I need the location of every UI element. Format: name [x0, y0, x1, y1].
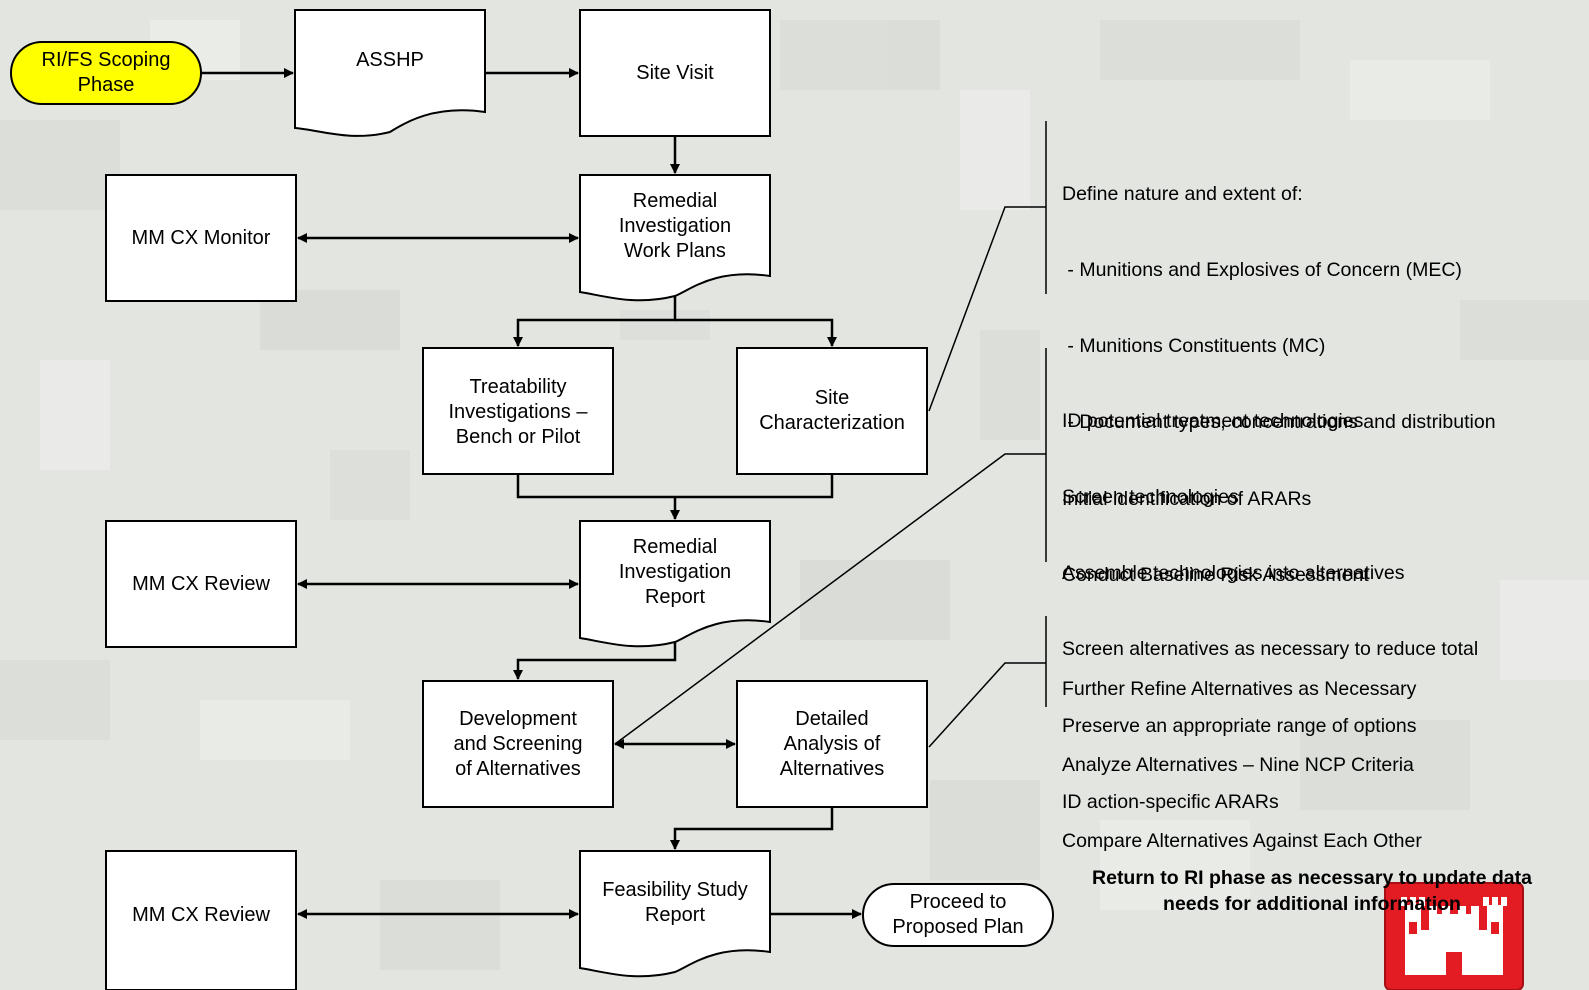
castle-logo-icon — [1384, 882, 1524, 990]
note-line: Screen technologies — [1062, 486, 1239, 509]
note-line: Conduct Baseline Risk Assessment — [1062, 563, 1369, 586]
note-line: Preserve an appropriate range of options — [1062, 714, 1417, 737]
note-line: Further Refine Alternatives as Necessary — [1062, 677, 1417, 700]
mm-cx-review-box-1[interactable] — [105, 520, 297, 648]
development-screening-box[interactable] — [422, 680, 614, 808]
treatability-label: Treatability Investigations – Bench or P… — [448, 375, 588, 448]
site-visit-box[interactable] — [579, 9, 771, 137]
note-line: Initial identification of ARARs — [1062, 487, 1312, 510]
detailed-analysis-notes: Further Refine Alternatives as Necessary… — [1062, 626, 1422, 880]
connector-split-site-char — [675, 318, 837, 347]
mm-cx-review-box-2[interactable] — [105, 850, 297, 990]
fs-report-label: Feasibility Study Report — [602, 879, 748, 926]
connector-detailed-fs — [670, 807, 834, 850]
callout-site-char — [928, 206, 1046, 412]
ri-work-plans-document[interactable] — [579, 174, 771, 302]
note-line: Compare Alternatives Against Each Other — [1062, 830, 1422, 853]
proposed-plan-terminator[interactable] — [862, 883, 1054, 947]
callout-detailed — [928, 662, 1046, 748]
note-line: Screen alternatives as necessary to redu… — [1062, 638, 1479, 661]
mm-cx-review-label-1: MM CX Review — [132, 572, 270, 595]
note-line: ID action-specific ARARs — [1062, 790, 1279, 813]
asshp-document[interactable] — [294, 9, 486, 137]
mm-cx-review-label-2: MM CX Review — [132, 903, 270, 926]
note-line: - Document types, concentrations and dis… — [1062, 411, 1496, 434]
site-characterization-box[interactable] — [736, 347, 928, 475]
scoping-label: RI/FS Scoping Phase — [41, 49, 171, 96]
site-characterization-label: Site Characterization — [759, 387, 905, 434]
dev-screening-notes: ID potential treatment technologies Scre… — [1062, 358, 1562, 942]
callout-dev-screening — [614, 453, 1046, 745]
note-line: - Munitions Constituents (MC) — [1062, 335, 1326, 358]
ri-report-document[interactable] — [579, 520, 771, 648]
note-line: Define nature and extent of: — [1062, 182, 1303, 205]
connector-work-plans-split — [513, 296, 677, 347]
connector-ri-report-dev — [513, 642, 677, 680]
connector-merge-ri-report — [516, 474, 834, 499]
note-line: - Munitions and Explosives of Concern (M… — [1062, 259, 1462, 282]
mm-cx-monitor-box[interactable] — [105, 174, 297, 302]
note-line: ID potential treatment technologies — [1062, 409, 1364, 432]
proposed-plan-label: Proceed to Proposed Plan — [892, 891, 1024, 938]
note-line: Analyze Alternatives – Nine NCP Criteria — [1062, 754, 1414, 777]
return-to-ri-note: Return to RI phase as necessary to updat… — [1092, 867, 1532, 915]
site-visit-label: Site Visit — [636, 61, 714, 84]
detailed-analysis-box[interactable] — [736, 680, 928, 808]
asshp-label: ASSHP — [356, 49, 424, 71]
detailed-analysis-label: Detailed Analysis of Alternatives — [779, 707, 885, 780]
ri-report-label: Remedial Investigation Report — [618, 536, 732, 608]
site-char-notes: Define nature and extent of: - Munitions… — [1062, 131, 1496, 614]
fs-report-document[interactable] — [579, 850, 771, 978]
note-line: Assemble technologies into alternatives — [1062, 562, 1405, 585]
ri-work-plans-label: Remedial Investigation Work Plans — [618, 190, 732, 262]
mm-cx-monitor-label: MM CX Monitor — [131, 226, 271, 249]
development-screening-label: Development and Screening of Alternative… — [453, 707, 583, 780]
